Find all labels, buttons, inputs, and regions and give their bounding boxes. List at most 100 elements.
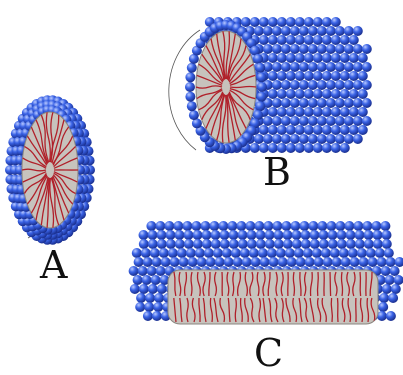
head-bead bbox=[135, 302, 145, 312]
head-bead bbox=[326, 134, 336, 144]
head-bead bbox=[313, 89, 323, 99]
head-bead bbox=[272, 116, 282, 126]
head-bead bbox=[157, 230, 167, 240]
head-bead bbox=[286, 71, 296, 81]
head-bead bbox=[335, 62, 345, 72]
head-bead bbox=[139, 284, 149, 294]
head-bead bbox=[358, 53, 368, 63]
head-bead bbox=[304, 89, 314, 99]
head-bead bbox=[299, 44, 309, 54]
head-bead bbox=[337, 230, 347, 240]
head-bead bbox=[143, 311, 153, 321]
head-bead bbox=[295, 143, 305, 153]
head-bead bbox=[348, 248, 358, 258]
head-bead bbox=[349, 53, 359, 63]
head-bead bbox=[184, 239, 194, 249]
label-b: B bbox=[263, 153, 291, 191]
head-bead bbox=[308, 26, 318, 36]
head-bead bbox=[142, 275, 152, 285]
bilayer-disk bbox=[129, 221, 403, 324]
head-bead bbox=[139, 239, 149, 249]
head-bead bbox=[202, 230, 212, 240]
head-bead bbox=[382, 284, 392, 294]
head-bead bbox=[317, 44, 327, 54]
head-bead bbox=[287, 257, 297, 267]
head-bead bbox=[254, 134, 264, 144]
head-bead bbox=[253, 54, 263, 64]
head-bead bbox=[278, 257, 288, 267]
head-bead bbox=[247, 230, 257, 240]
head-bead bbox=[341, 257, 351, 267]
head-bead bbox=[274, 239, 284, 249]
head-bead bbox=[185, 72, 195, 82]
head-bead bbox=[272, 221, 282, 231]
head-bead bbox=[259, 125, 269, 135]
head-bead bbox=[283, 230, 293, 240]
head-bead bbox=[353, 26, 363, 36]
head-bead bbox=[263, 44, 273, 54]
head-bead bbox=[258, 248, 268, 258]
head-bead bbox=[274, 230, 284, 240]
head-bead bbox=[326, 26, 336, 36]
head-bead bbox=[335, 221, 345, 231]
head-bead bbox=[222, 248, 232, 258]
head-bead bbox=[184, 230, 194, 240]
head-bead bbox=[299, 221, 309, 231]
head-bead bbox=[310, 230, 320, 240]
head-bead bbox=[344, 98, 354, 108]
head-bead bbox=[353, 221, 363, 231]
head-bead bbox=[308, 134, 318, 144]
head-bead bbox=[331, 17, 341, 27]
head-bead bbox=[322, 143, 332, 153]
head-bead bbox=[296, 257, 306, 267]
head-bead bbox=[382, 230, 392, 240]
head-bead bbox=[220, 230, 230, 240]
head-bead bbox=[344, 44, 354, 54]
head-bead bbox=[317, 98, 327, 108]
head-bead bbox=[304, 17, 314, 27]
head-bead bbox=[395, 257, 403, 267]
head-bead bbox=[357, 248, 367, 258]
head-bead bbox=[312, 248, 322, 258]
head-bead bbox=[233, 257, 243, 267]
head-bead bbox=[263, 134, 273, 144]
lipid-tail bbox=[318, 272, 319, 296]
head-bead bbox=[328, 239, 338, 249]
head-bead bbox=[236, 221, 246, 231]
lipid-tail bbox=[330, 272, 331, 296]
head-bead bbox=[254, 221, 264, 231]
head-bead bbox=[155, 221, 165, 231]
head-bead bbox=[394, 275, 403, 285]
head-bead bbox=[129, 266, 139, 276]
head-bead bbox=[364, 230, 374, 240]
head-bead bbox=[204, 248, 214, 258]
head-bead bbox=[340, 89, 350, 99]
head-bead bbox=[358, 125, 368, 135]
head-bead bbox=[251, 257, 261, 267]
head-bead bbox=[295, 53, 305, 63]
head-bead bbox=[268, 125, 278, 135]
head-bead bbox=[152, 311, 162, 321]
head-bead bbox=[138, 266, 148, 276]
head-bead bbox=[166, 239, 176, 249]
head-bead bbox=[353, 62, 363, 72]
head-bead bbox=[295, 71, 305, 81]
head-bead bbox=[335, 44, 345, 54]
head-bead bbox=[344, 26, 354, 36]
head-bead bbox=[350, 257, 360, 267]
head-bead bbox=[256, 230, 266, 240]
head-bead bbox=[303, 248, 313, 258]
head-bead bbox=[290, 134, 300, 144]
head-bead bbox=[156, 266, 166, 276]
head-bead bbox=[211, 239, 221, 249]
cylinder-micelle bbox=[169, 17, 372, 154]
lipid-tail bbox=[338, 298, 339, 322]
head-bead bbox=[304, 143, 314, 153]
head-bead bbox=[292, 239, 302, 249]
head-bead bbox=[322, 17, 332, 27]
head-bead bbox=[193, 239, 203, 249]
head-bead bbox=[259, 17, 269, 27]
head-bead bbox=[344, 80, 354, 90]
head-bead bbox=[301, 230, 311, 240]
